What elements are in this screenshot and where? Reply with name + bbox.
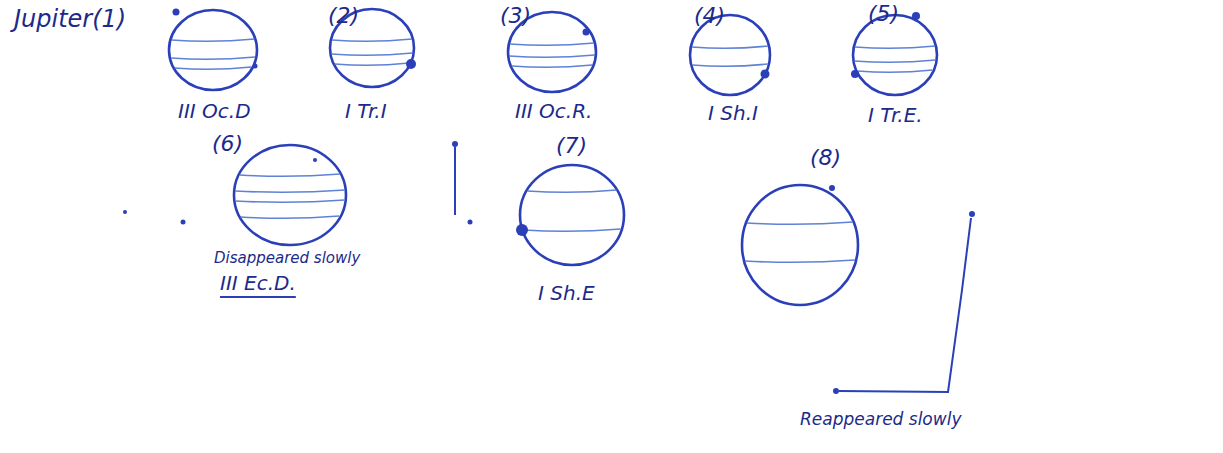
- cloud-band: [235, 190, 345, 192]
- figure-number: (5): [868, 2, 899, 26]
- cloud-band: [745, 260, 855, 262]
- figure-number: (2): [328, 4, 359, 28]
- cloud-band: [335, 63, 410, 65]
- underline: [220, 296, 296, 298]
- cloud-band: [171, 57, 255, 59]
- cloud-band: [175, 67, 252, 69]
- moon-dot: [516, 224, 528, 236]
- figure-label: Jupiter(1): [14, 6, 126, 32]
- cloud-band: [692, 64, 767, 66]
- moon-dot: [406, 59, 416, 69]
- moon-dot: [173, 9, 180, 16]
- cloud-band: [855, 46, 935, 48]
- moon-track: [839, 218, 971, 392]
- moon-dot: [912, 12, 920, 20]
- observation-note: Disappeared slowly: [214, 250, 360, 267]
- event-code: III Ec.D.: [220, 272, 296, 294]
- moon-dot: [123, 210, 127, 214]
- planet-disc: [169, 10, 257, 90]
- moon-track: [454, 147, 456, 215]
- moon-dot: [833, 388, 839, 394]
- event-code: I Tr.E.: [868, 104, 923, 126]
- cloud-band: [523, 229, 620, 231]
- moon-dot: [583, 29, 590, 36]
- planet-disc: [520, 165, 624, 265]
- figure-number: (8): [810, 146, 841, 170]
- figure-number: (3): [500, 4, 531, 28]
- moon-dot: [452, 141, 458, 147]
- event-code: I Sh.I: [708, 102, 758, 124]
- cloud-band: [747, 222, 853, 224]
- moon-dot: [313, 158, 317, 162]
- figure-number: (7): [556, 134, 587, 158]
- event-code: III Oc.D: [178, 100, 251, 122]
- moon-dot: [969, 211, 975, 217]
- event-code: III Oc.R.: [515, 100, 592, 122]
- figure-number: (6): [212, 132, 243, 156]
- planet-disc: [853, 15, 937, 95]
- cloud-band: [858, 70, 933, 72]
- cloud-band: [332, 39, 412, 41]
- cloud-band: [527, 190, 616, 192]
- cloud-band: [509, 55, 595, 57]
- moon-dot: [253, 64, 258, 69]
- moon-dot: [468, 220, 473, 225]
- cloud-band: [512, 65, 592, 67]
- moon-dot: [829, 185, 835, 191]
- cloud-band: [235, 200, 344, 202]
- cloud-band: [692, 46, 768, 48]
- event-code: I Sh.E: [538, 282, 595, 304]
- planet-disc: [234, 145, 346, 245]
- moon-dot: [851, 70, 859, 78]
- cloud-band: [332, 53, 413, 55]
- event-code: I Tr.I: [345, 100, 387, 122]
- cloud-band: [854, 60, 935, 62]
- moon-dot: [761, 70, 770, 79]
- cloud-band: [510, 43, 594, 45]
- cloud-band: [240, 174, 341, 176]
- cloud-band: [241, 216, 340, 218]
- moon-dot: [181, 220, 186, 225]
- cloud-band: [171, 39, 254, 41]
- observation-note: Reappeared slowly: [800, 410, 961, 429]
- planet-disc: [742, 185, 858, 305]
- figure-number: (4): [694, 4, 725, 28]
